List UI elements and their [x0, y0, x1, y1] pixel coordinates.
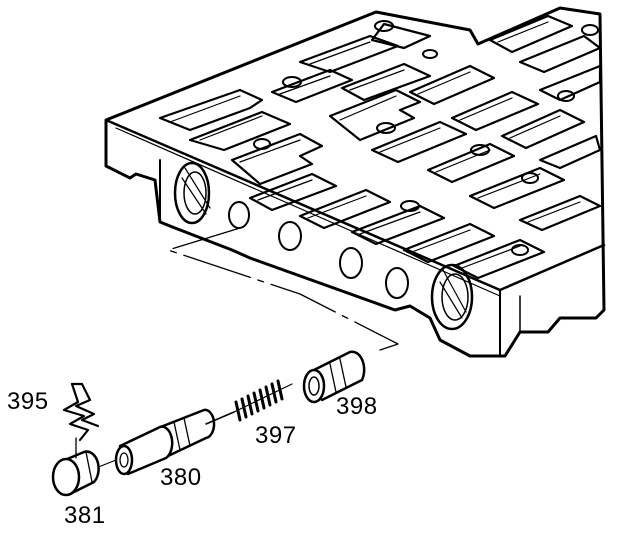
- part-381-plug: [51, 450, 100, 497]
- bore-4: [385, 267, 409, 299]
- bore-right: [430, 263, 474, 331]
- part-397-spring: [233, 379, 293, 422]
- fluid-channels: [158, 14, 602, 280]
- install-path-line: [167, 227, 399, 351]
- bore-3: [339, 247, 363, 279]
- bolt-holes: [253, 20, 599, 256]
- bore-left: [173, 161, 211, 225]
- part-395-clip: [62, 382, 100, 459]
- callout-380: 380: [160, 464, 202, 491]
- callout-397: 397: [255, 422, 297, 449]
- part-398-sleeve: [302, 350, 366, 404]
- valve-body: [104, 6, 606, 358]
- channel-inner-lines: [169, 21, 581, 269]
- callout-398: 398: [336, 393, 378, 420]
- part-380-valve: [95, 408, 235, 476]
- callout-381: 381: [64, 502, 106, 529]
- callout-395: 395: [7, 388, 49, 415]
- bore-2: [278, 221, 302, 251]
